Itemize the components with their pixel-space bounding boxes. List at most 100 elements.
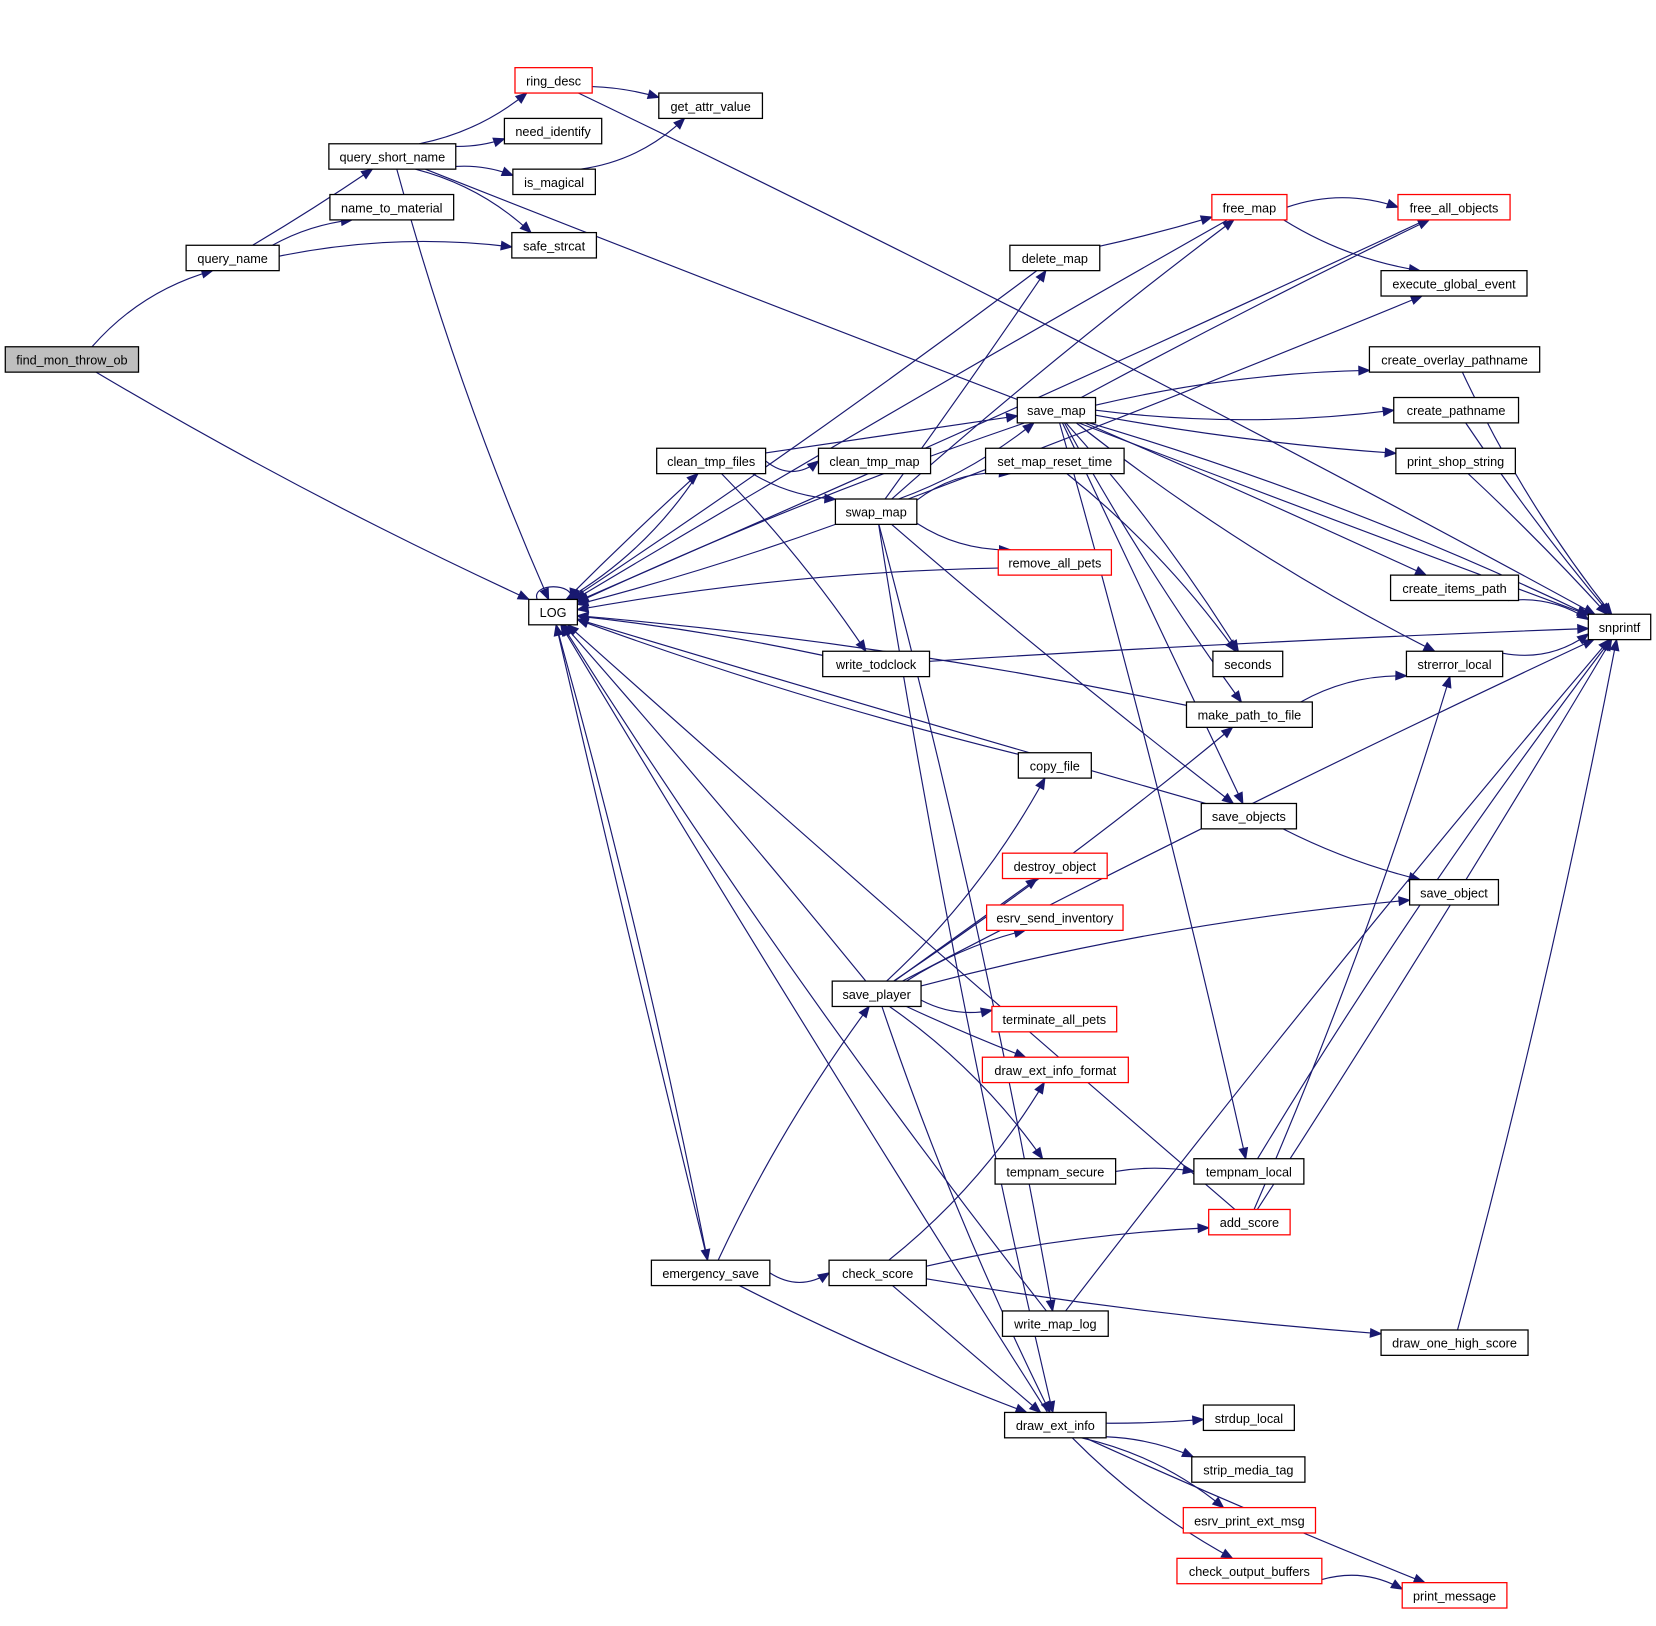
node-box[interactable]	[1003, 1411, 1107, 1439]
node-box[interactable]	[1368, 346, 1541, 373]
node-write-map-log[interactable]: write_map_log	[1001, 1310, 1109, 1337]
node-save-map[interactable]: save_map	[1016, 396, 1097, 424]
node-draw-ext-info-format[interactable]: draw_ext_info_format	[981, 1056, 1129, 1084]
node-draw-ext-info[interactable]: draw_ext_info	[1003, 1411, 1107, 1439]
node-terminate-all-pets[interactable]: terminate_all_pets	[991, 1005, 1118, 1033]
node-box[interactable]	[817, 447, 932, 475]
node-box[interactable]	[511, 231, 598, 259]
node-box[interactable]	[981, 1056, 1129, 1084]
node-clean-tmp-files[interactable]: clean_tmp_files	[656, 447, 767, 475]
node-box[interactable]	[528, 598, 579, 626]
node-save-player[interactable]: save_player	[831, 980, 922, 1008]
node-box[interactable]	[1176, 1557, 1323, 1585]
node-strip-media-tag[interactable]: strip_media_tag	[1191, 1456, 1306, 1483]
node-execute-global-event[interactable]: execute_global_event	[1380, 270, 1528, 297]
node-box[interactable]	[1397, 193, 1511, 221]
node-box[interactable]	[1200, 802, 1298, 830]
node-box[interactable]	[834, 498, 918, 526]
node-ring-desc[interactable]: ring_desc	[514, 67, 593, 94]
node-box[interactable]	[991, 1005, 1118, 1033]
node-print-shop-string[interactable]: print_shop_string	[1395, 447, 1516, 475]
node-box[interactable]	[1016, 396, 1097, 424]
node-check-output-buffers[interactable]: check_output_buffers	[1176, 1557, 1323, 1585]
node-remove-all-pets[interactable]: remove_all_pets	[997, 549, 1113, 576]
node-is-magical[interactable]: is_magical	[512, 168, 596, 196]
node-save-object[interactable]: save_object	[1408, 878, 1500, 906]
node-box[interactable]	[1185, 701, 1313, 728]
node-box[interactable]	[997, 549, 1113, 576]
node-esrv-send-inventory[interactable]: esrv_send_inventory	[985, 904, 1124, 931]
node-swap-map[interactable]: swap_map	[834, 498, 918, 526]
node-strerror-local[interactable]: strerror_local	[1405, 650, 1504, 678]
node-query-short-name[interactable]: query_short_name	[328, 143, 457, 170]
node-box[interactable]	[984, 447, 1125, 475]
node-box[interactable]	[828, 1259, 927, 1287]
node-esrv-print-ext-msg[interactable]: esrv_print_ext_msg	[1182, 1506, 1317, 1534]
node-copy-file[interactable]: copy_file	[1017, 752, 1092, 779]
node-write-todclock[interactable]: write_todclock	[822, 650, 931, 678]
node-strdup-local[interactable]: strdup_local	[1202, 1404, 1295, 1432]
node-name-to-material[interactable]: name_to_material	[329, 193, 455, 221]
node-box[interactable]	[658, 92, 764, 120]
node-box[interactable]	[1193, 1158, 1305, 1185]
node-box[interactable]	[512, 168, 596, 196]
node-box[interactable]	[994, 1158, 1117, 1185]
node-emergency-save[interactable]: emergency_save	[650, 1259, 771, 1287]
node-box[interactable]	[1405, 650, 1504, 678]
node-box[interactable]	[1001, 852, 1108, 880]
node-seconds[interactable]: seconds	[1212, 650, 1284, 678]
node-box[interactable]	[1212, 650, 1284, 678]
node-set-map-reset-time[interactable]: set_map_reset_time	[984, 447, 1125, 475]
node-snprintf[interactable]: snprintf	[1587, 613, 1652, 641]
node-query-name[interactable]: query_name	[185, 244, 280, 272]
node-safe-strcat[interactable]: safe_strcat	[511, 231, 598, 259]
node-create-pathname[interactable]: create_pathname	[1393, 396, 1520, 424]
node-get-attr-value[interactable]: get_attr_value	[658, 92, 764, 120]
node-make-path-to-file[interactable]: make_path_to_file	[1185, 701, 1313, 728]
node-free-all-objects[interactable]: free_all_objects	[1397, 193, 1511, 221]
node-box[interactable]	[822, 650, 931, 678]
node-need-identify[interactable]: need_identify	[503, 117, 603, 145]
node-free-map[interactable]: free_map	[1211, 193, 1288, 221]
node-box[interactable]	[514, 67, 593, 94]
node-box[interactable]	[1395, 447, 1516, 475]
node-box[interactable]	[1202, 1404, 1295, 1432]
node-add-score[interactable]: add_score	[1208, 1208, 1291, 1236]
node-print-message[interactable]: print_message	[1401, 1582, 1508, 1609]
node-box[interactable]	[503, 117, 603, 145]
node-box[interactable]	[1009, 244, 1101, 272]
node-create-items-path[interactable]: create_items_path	[1389, 574, 1520, 602]
node-box[interactable]	[1182, 1506, 1317, 1534]
node-box[interactable]	[1587, 613, 1652, 641]
node-box[interactable]	[1208, 1208, 1291, 1236]
node-create-overlay-pathname[interactable]: create_overlay_pathname	[1368, 346, 1541, 373]
node-box[interactable]	[1408, 878, 1500, 906]
node-box[interactable]	[1401, 1582, 1508, 1609]
node-box[interactable]	[328, 143, 457, 170]
node-check-score[interactable]: check_score	[828, 1259, 927, 1287]
node-box[interactable]	[1389, 574, 1520, 602]
node-delete-map[interactable]: delete_map	[1009, 244, 1101, 272]
node-box[interactable]	[1001, 1310, 1109, 1337]
node-destroy-object[interactable]: destroy_object	[1001, 852, 1108, 880]
node-box[interactable]	[650, 1259, 771, 1287]
node-box[interactable]	[329, 193, 455, 221]
node-LOG[interactable]: LOG	[528, 598, 579, 626]
node-box[interactable]	[1380, 1329, 1529, 1356]
node-tempnam-secure[interactable]: tempnam_secure	[994, 1158, 1117, 1185]
node-box[interactable]	[831, 980, 922, 1008]
node-clean-tmp-map[interactable]: clean_tmp_map	[817, 447, 932, 475]
node-box[interactable]	[1017, 752, 1092, 779]
node-box[interactable]	[1393, 396, 1520, 424]
node-box[interactable]	[1191, 1456, 1306, 1483]
node-box[interactable]	[4, 346, 140, 373]
node-tempnam-local[interactable]: tempnam_local	[1193, 1158, 1305, 1185]
node-save-objects[interactable]: save_objects	[1200, 802, 1298, 830]
node-draw-one-high-score[interactable]: draw_one_high_score	[1380, 1329, 1529, 1356]
node-find-mon-throw-ob[interactable]: find_mon_throw_ob	[4, 346, 140, 373]
node-box[interactable]	[656, 447, 767, 475]
node-box[interactable]	[1211, 193, 1288, 221]
node-box[interactable]	[985, 904, 1124, 931]
node-box[interactable]	[1380, 270, 1528, 297]
node-box[interactable]	[185, 244, 280, 272]
